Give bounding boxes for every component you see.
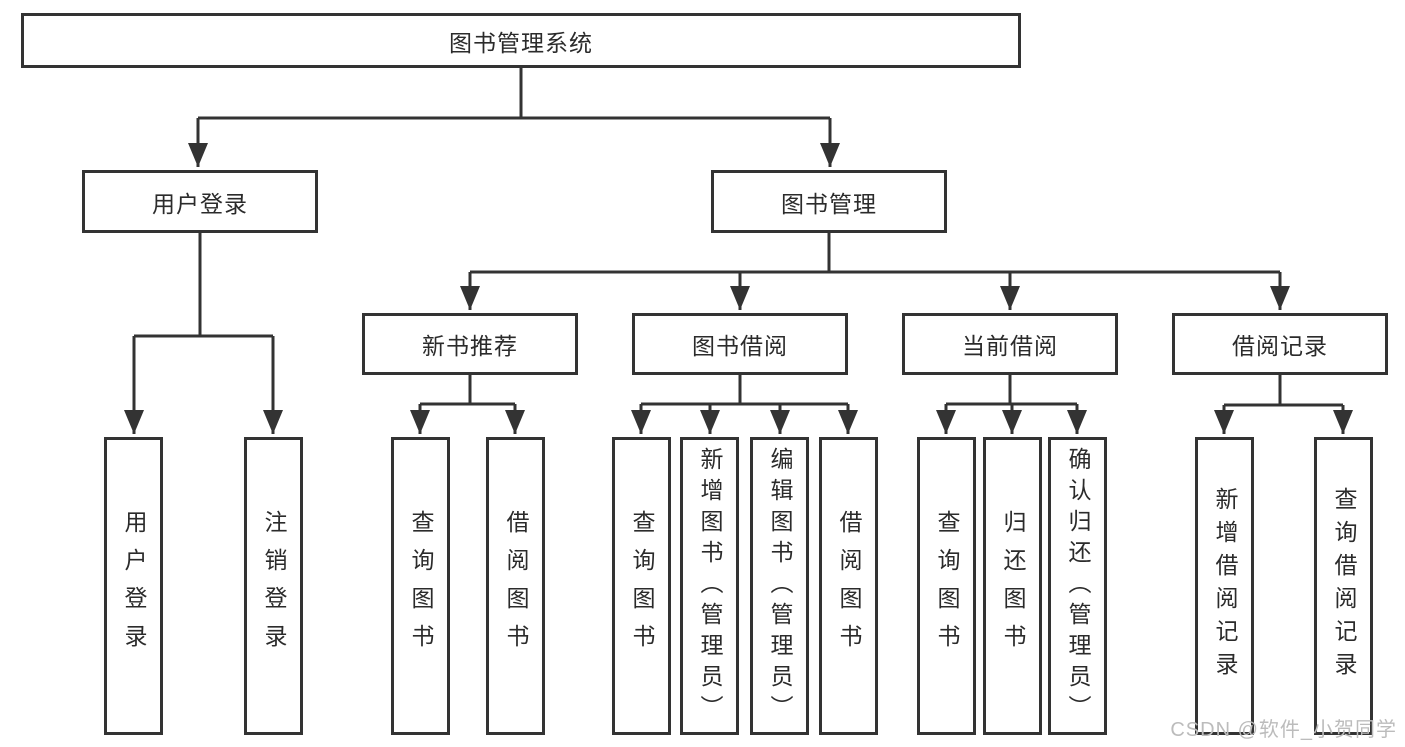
leaf-add-books-admin: 新增图书（管理员） [680, 437, 739, 735]
leaf-return-books: 归还图书 [983, 437, 1042, 735]
leaf-edit-books-admin-label: 编辑图书（管理员） [767, 446, 793, 726]
leaf-add-borrow-record: 新增借阅记录 [1195, 437, 1254, 735]
node-current-borrow-label: 当前借阅 [962, 333, 1058, 359]
leaf-user-login-label: 用户登录 [121, 510, 147, 662]
leaf-query-books-borrow: 查询图书 [612, 437, 671, 735]
leaf-query-books-current: 查询图书 [917, 437, 976, 735]
node-book-management-label: 图书管理 [781, 190, 877, 217]
node-new-book-recommend-label: 新书推荐 [422, 333, 518, 359]
watermark: CSDN @软件_小贺同学 [1170, 719, 1397, 741]
leaf-borrow-books-recommend-label: 借阅图书 [503, 510, 529, 662]
leaf-logout: 注销登录 [244, 437, 303, 735]
node-user-login-label: 用户登录 [152, 190, 248, 217]
leaf-borrow-books-recommend: 借阅图书 [486, 437, 545, 735]
leaf-query-books-recommend-label: 查询图书 [408, 510, 434, 662]
leaf-query-borrow-record-label: 查询借阅记录 [1331, 487, 1357, 685]
leaf-return-books-label: 归还图书 [1000, 510, 1026, 662]
node-current-borrow: 当前借阅 [902, 313, 1118, 375]
node-book-borrow-label: 图书借阅 [692, 333, 788, 359]
leaf-query-books-borrow-label: 查询图书 [629, 510, 655, 662]
leaf-query-books-current-label: 查询图书 [934, 510, 960, 662]
node-borrow-records: 借阅记录 [1172, 313, 1388, 375]
leaf-logout-label: 注销登录 [261, 510, 287, 662]
node-user-login: 用户登录 [82, 170, 318, 233]
leaf-add-borrow-record-label: 新增借阅记录 [1212, 487, 1238, 685]
node-borrow-records-label: 借阅记录 [1232, 333, 1328, 359]
leaf-borrow-books-label: 借阅图书 [836, 510, 862, 662]
root-node-label: 图书管理系统 [449, 29, 593, 56]
leaf-user-login: 用户登录 [104, 437, 163, 735]
leaf-query-borrow-record: 查询借阅记录 [1314, 437, 1373, 735]
node-book-management: 图书管理 [711, 170, 947, 233]
leaf-query-books-recommend: 查询图书 [391, 437, 450, 735]
node-new-book-recommend: 新书推荐 [362, 313, 578, 375]
leaf-edit-books-admin: 编辑图书（管理员） [750, 437, 809, 735]
root-node-box: 图书管理系统 [21, 13, 1021, 68]
leaf-confirm-return-admin-label: 确认归还（管理员） [1065, 446, 1091, 726]
leaf-add-books-admin-label: 新增图书（管理员） [697, 446, 723, 726]
leaf-borrow-books: 借阅图书 [819, 437, 878, 735]
node-book-borrow: 图书借阅 [632, 313, 848, 375]
leaf-confirm-return-admin: 确认归还（管理员） [1048, 437, 1107, 735]
